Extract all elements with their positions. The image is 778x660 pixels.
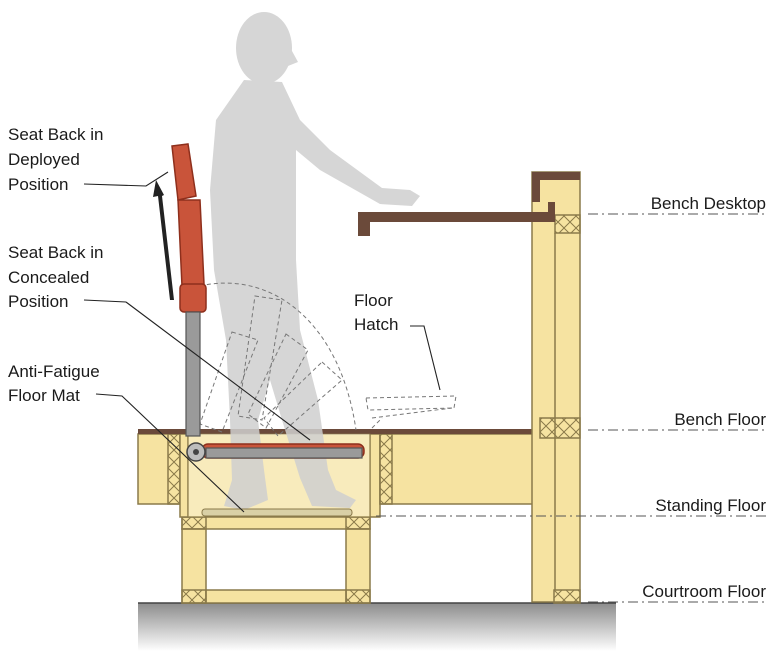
bench-desktop	[358, 202, 555, 236]
label-bench-desktop: Bench Desktop	[651, 194, 766, 213]
standing-floor-frame	[181, 516, 371, 604]
seat-back-concealed	[186, 442, 365, 462]
leader-floor-hatch	[410, 325, 441, 391]
arrow-seat-back-swing	[153, 180, 174, 300]
bench-column	[531, 171, 581, 604]
leader-seat-back-concealed	[83, 299, 311, 441]
label-seat-back-deployed: Seat Back in Deployed Position	[8, 125, 108, 194]
label-standing-floor: Standing Floor	[655, 496, 766, 515]
seat-back-deployed	[171, 143, 207, 437]
person-silhouette	[210, 12, 420, 510]
seat-back-intermediate-positions	[199, 282, 357, 437]
anti-fatigue-floor-mat	[201, 508, 353, 517]
leader-seat-back-deployed	[83, 171, 169, 187]
floor-hatch	[365, 395, 457, 429]
label-bench-floor: Bench Floor	[674, 410, 766, 429]
label-seat-back-concealed: Seat Back in Concealed Position	[8, 243, 108, 311]
leader-floor-mat	[95, 393, 245, 513]
label-floor-mat: Anti-Fatigue Floor Mat	[8, 362, 104, 405]
label-floor-hatch: Floor Hatch	[354, 291, 398, 334]
label-courtroom-floor: Courtroom Floor	[642, 582, 766, 601]
courtroom-ground	[138, 603, 616, 651]
